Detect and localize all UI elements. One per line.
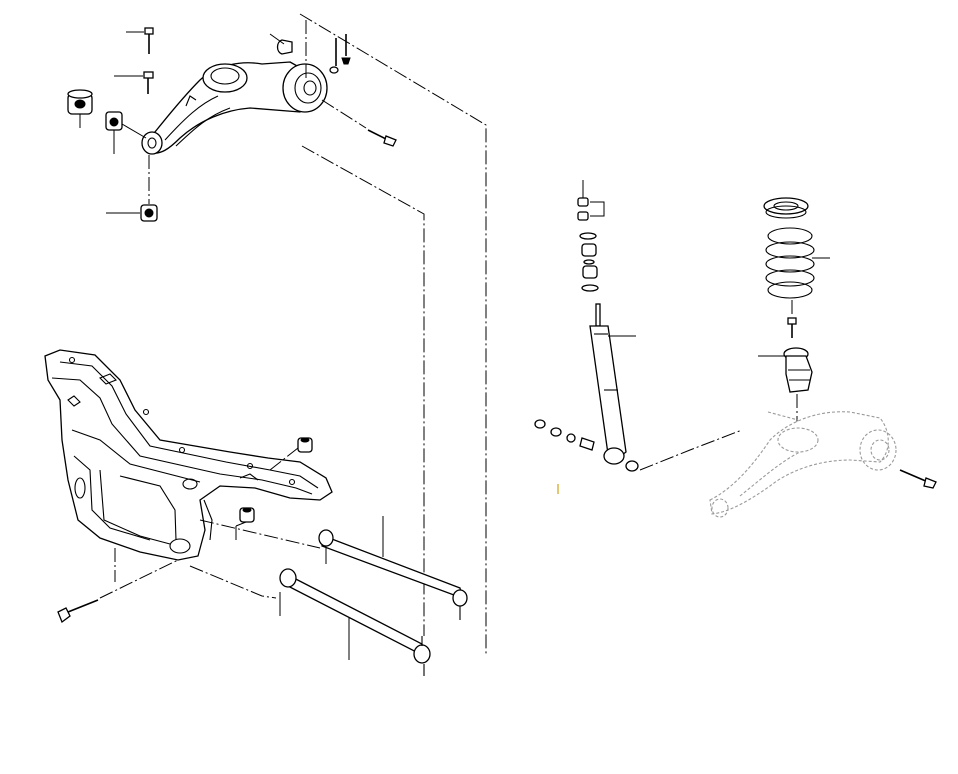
shock-rod [595,303,601,327]
lateral-link [279,568,431,676]
washer-icon [579,232,597,240]
bushing-icon [581,243,597,257]
bushing-icon [625,460,639,472]
bump-stop [758,347,813,393]
alignment-lines [299,13,487,654]
coil-spring-group [758,197,830,430]
hub-knuckle [282,63,328,113]
bolt-icon [114,71,154,94]
nut-icon [534,419,595,451]
nut-icon [577,197,605,221]
bushing-icon [235,507,255,540]
bolt-icon [899,469,937,489]
arm-end-bushing [141,131,163,155]
bushing-icon [269,437,313,471]
coil-spring [765,227,815,299]
bushing-icon [582,265,598,279]
shock-absorber-group [534,180,743,494]
clip-icon [276,39,293,55]
bolt-icon [57,559,179,624]
bushing-icon [105,111,147,154]
shock-absorber [589,325,627,459]
bolt-icon [367,129,397,147]
rear-subframe [44,349,333,561]
bolt-icon [787,317,797,338]
lateral-link [318,516,468,620]
upper-control-arm-group [67,27,397,222]
bushing-icon [67,89,93,128]
bolt-icon [126,27,154,54]
stud-icon [329,34,351,74]
ghost-control-arm [709,411,897,518]
washer-icon [581,284,599,292]
nut-icon [106,204,158,222]
washer-icon [583,259,595,265]
